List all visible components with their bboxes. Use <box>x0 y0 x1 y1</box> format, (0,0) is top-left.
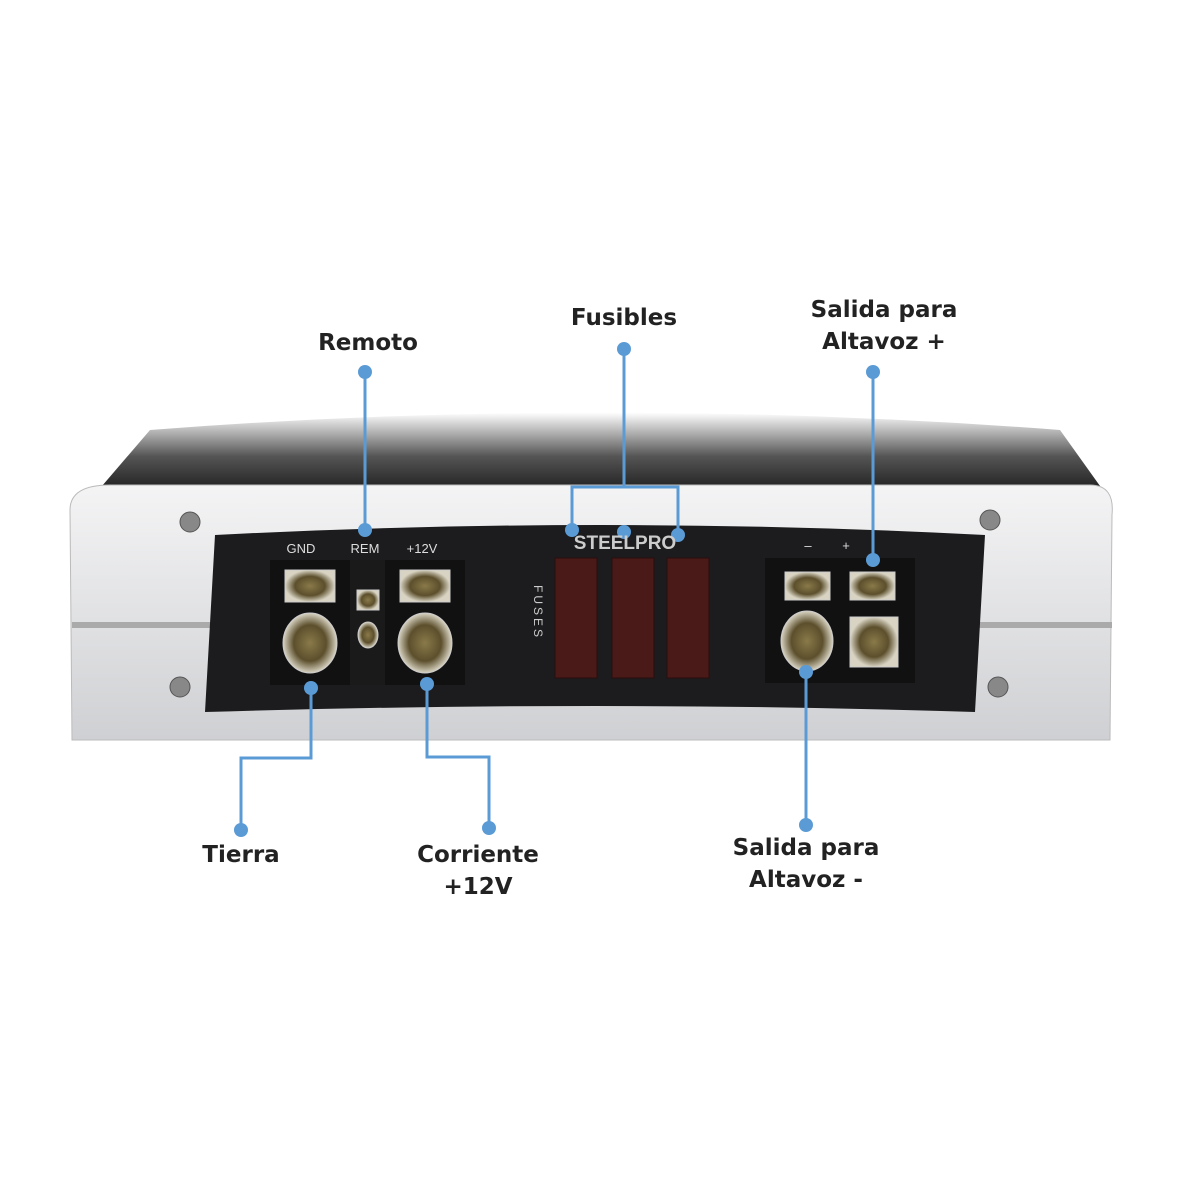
callout-power: Corriente +12V <box>417 839 539 903</box>
amp-top-body <box>90 412 1110 500</box>
callout-line-2: Altavoz + <box>822 329 946 355</box>
callout-line-2: Altavoz - <box>749 867 863 893</box>
label-12v: +12V <box>407 541 438 556</box>
callout-line-2: +12V <box>443 874 513 900</box>
fuses <box>554 557 710 679</box>
label-minus: – <box>804 538 812 553</box>
label-fuses: FUSES <box>531 585 545 640</box>
label-plus: + <box>842 538 850 553</box>
callout-speaker-pos: Salida para Altavoz + <box>811 294 958 358</box>
callout-line-1: Salida para <box>732 835 880 861</box>
callout-speaker-neg: Salida para Altavoz - <box>733 832 880 896</box>
callout-lines <box>239 349 875 830</box>
label-gnd: GND <box>287 541 316 556</box>
callout-ground: Tierra <box>202 842 280 868</box>
label-rem: REM <box>351 541 380 556</box>
terminal-screws <box>282 569 899 674</box>
callout-fuses: Fusibles <box>570 305 678 331</box>
callout-line-1: Corriente <box>417 842 539 868</box>
callout-dots <box>234 342 880 837</box>
brand-logo: STEELPRO <box>574 533 676 554</box>
callout-remote: Remoto <box>318 330 418 356</box>
callout-line-1: Salida para <box>810 297 958 323</box>
screws <box>169 509 1009 698</box>
